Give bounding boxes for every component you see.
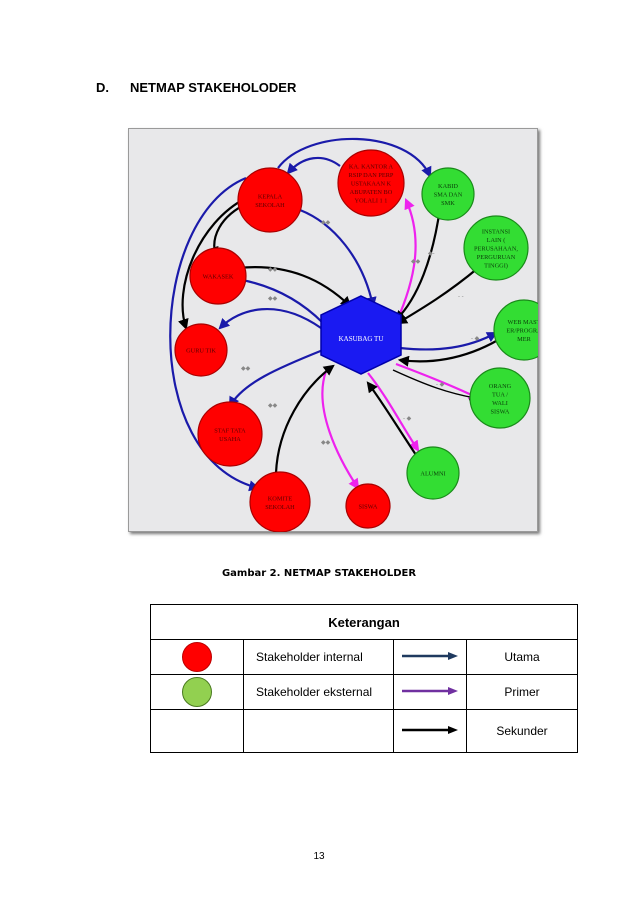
edge-wakasek-kasubag	[237, 266, 352, 308]
node-instansi-label: TINGGI)	[484, 263, 508, 270]
node-staf-label: USAHA	[219, 436, 241, 443]
edge-kasubag-webmaster	[399, 331, 498, 351]
svg-text:◆◆: ◆◆	[321, 220, 331, 226]
node-kantor-label: YOLALI 1 1	[355, 198, 388, 205]
figure-caption: Gambar 2. NETMAP STAKEHOLDER	[221, 568, 417, 579]
node-kabid-label: SMK	[441, 200, 455, 207]
node-orangtua-label: WALI	[492, 400, 508, 407]
svg-text:◆◆: ◆◆	[268, 296, 278, 302]
node-instansi-label: PERGURUAN	[477, 254, 516, 261]
edge-kasubag-guru	[218, 307, 322, 330]
svg-text:- ◆: - ◆	[471, 336, 480, 342]
node-instansi-label: INSTANSI	[482, 229, 510, 236]
node-staf-label: STAF TATA	[214, 427, 246, 434]
svg-text:◆◆: ◆◆	[268, 403, 278, 409]
node-instansi-label: PERUSAHAAN,	[474, 246, 518, 253]
svg-text:◆-: ◆-	[428, 251, 435, 257]
node-orangtua-label: TUA /	[492, 391, 508, 398]
node-kasubag: KASUBAG TU	[320, 295, 402, 375]
edge-kasubag-alumni	[367, 372, 420, 452]
svg-text:◆◆: ◆◆	[268, 267, 278, 273]
page-number: 13	[313, 851, 325, 862]
node-guru: GURU TIK	[174, 323, 228, 377]
netmap-diagram: ◆◆ ◆◆ ◆◆ ◆◆ ◆◆ ◆◆ ◆◆ ◆- - - - ◆ - ◆ - ◆ …	[169, 137, 538, 532]
node-instansi-label: LAIN (	[487, 237, 506, 244]
section-title: NETMAP STAKEHOLODER	[130, 80, 297, 95]
node-guru-label: GURU TIK	[186, 348, 216, 355]
edge-kasubag-staf	[228, 348, 324, 408]
node-webmaster-label: ER/PROGRA	[506, 328, 538, 335]
svg-text:◆◆: ◆◆	[241, 366, 251, 372]
legend-title: Keterangan	[150, 604, 578, 640]
legend-primer-label: Primer	[466, 674, 578, 710]
node-orangtua-label: ORANG	[489, 383, 512, 390]
svg-text:- ◆: - ◆	[436, 382, 445, 388]
node-kepala-label: SEKOLAH	[255, 202, 285, 209]
node-siswa: SISWA	[345, 483, 391, 529]
legend-utama-label: Utama	[466, 639, 578, 675]
node-alumni: ALUMNI	[406, 446, 460, 500]
edge-kepala-guru	[178, 197, 247, 331]
legend-table: Keterangan Stakeholder internal Utama St…	[150, 604, 578, 753]
edge-kepala-kasubag	[299, 208, 377, 309]
edge-kasubag-siswa	[321, 370, 360, 490]
legend-utama-arrow	[402, 652, 458, 660]
legend-sekunder-arrow	[402, 726, 458, 734]
node-orangtua-label: SISWA	[491, 408, 510, 415]
legend-internal-label: Stakeholder internal	[243, 639, 394, 675]
node-kabid-label: KABID	[438, 183, 458, 190]
edge-kabid-kasubag	[394, 207, 442, 322]
edge-komite-kasubag	[274, 364, 335, 474]
edge-alumni-kasubag	[366, 381, 419, 459]
edge-instansi-kasubag	[396, 267, 479, 325]
node-komite-label: KOMITE	[268, 495, 293, 502]
legend-external-label: Stakeholder eksternal	[243, 674, 394, 710]
edge-kepala-kabid	[277, 137, 432, 178]
edge-ticks: ◆◆ ◆◆ ◆◆ ◆◆ ◆◆ ◆◆ ◆◆ ◆- - - - ◆ - ◆ - ◆	[241, 220, 480, 446]
node-kepala-label: KEPALA	[258, 193, 283, 200]
node-kantor-label: ABUPATEN BO	[350, 189, 393, 196]
node-webmaster-label: WEB MAST	[507, 319, 538, 326]
section-number: D.	[96, 80, 109, 95]
edge-kantor-kepala	[286, 156, 341, 175]
edge-kasubag-kantor	[394, 197, 417, 324]
netmap-figure: ◆◆ ◆◆ ◆◆ ◆◆ ◆◆ ◆◆ ◆◆ ◆- - - - ◆ - ◆ - ◆ …	[128, 128, 538, 532]
svg-text:◆◆: ◆◆	[321, 440, 331, 446]
edge-kasubag-orangtua-sek	[392, 369, 477, 401]
node-kantor-label: USTAKAAN K	[351, 181, 392, 188]
node-wakasek-label: WAKASEK	[203, 274, 234, 281]
section-heading: D. NETMAP STAKEHOLODER	[96, 80, 296, 95]
legend-internal-swatch	[182, 642, 212, 672]
node-kantor-label: KA. KANTOR A	[349, 164, 394, 171]
legend-sekunder-label: Sekunder	[466, 709, 578, 753]
svg-text:- ◆: - ◆	[403, 416, 412, 422]
node-komite-label: SEKOLAH	[265, 504, 295, 511]
node-wakasek: WAKASEK	[189, 247, 247, 305]
node-komite: KOMITE SEKOLAH	[249, 471, 311, 532]
svg-text:- -: - -	[458, 294, 464, 300]
legend-primer-arrow	[402, 687, 458, 695]
legend-external-swatch	[182, 677, 212, 707]
svg-text:◆◆: ◆◆	[411, 259, 421, 265]
node-kantor-label: RSIP DAN PERP	[349, 172, 394, 179]
node-alumni-label: ALUMNI	[420, 471, 445, 478]
node-kepala: KEPALA SEKOLAH	[237, 167, 303, 233]
node-siswa-label: SISWA	[359, 504, 378, 511]
node-webmaster-label: MER	[517, 336, 531, 343]
connections	[169, 137, 499, 492]
node-kabid-label: SMA DAN	[434, 192, 463, 199]
edge-webmaster-kasubag	[397, 339, 499, 367]
edge-kasubag-orangtua	[395, 362, 480, 400]
node-staf: STAF TATA USAHA	[197, 401, 263, 467]
node-webmaster: WEB MAST ER/PROGRAMER	[493, 299, 538, 361]
node-kasubag-label: KASUBAG TU	[339, 335, 384, 343]
